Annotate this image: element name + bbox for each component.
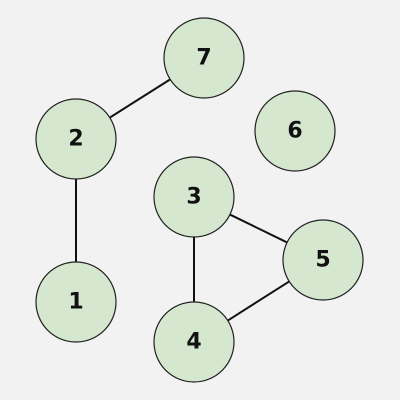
edge-4-5: [227, 280, 290, 322]
edge-layer: [75, 78, 290, 322]
node-circle: [254, 90, 336, 172]
node-circle: [163, 17, 245, 99]
node-4: 4: [153, 301, 235, 383]
node-6: 6: [254, 90, 336, 172]
node-label: 3: [186, 185, 201, 210]
node-2: 2: [35, 98, 117, 180]
node-5: 5: [282, 219, 364, 301]
node-circle: [35, 261, 117, 343]
node-1: 1: [35, 261, 117, 343]
node-label: 5: [315, 248, 330, 273]
node-label: 7: [196, 46, 211, 71]
node-label: 4: [186, 330, 201, 355]
edge-3-5: [229, 213, 288, 244]
node-label: 1: [68, 290, 83, 315]
node-layer: 7 2 6 3 5 1 4: [35, 17, 364, 383]
node-label: 2: [68, 127, 83, 152]
node-label: 6: [287, 119, 302, 144]
node-3: 3: [153, 156, 235, 238]
node-circle: [282, 219, 364, 301]
node-circle: [153, 156, 235, 238]
node-7: 7: [163, 17, 245, 99]
node-circle: [35, 98, 117, 180]
edge-7-2: [109, 78, 171, 119]
node-circle: [153, 301, 235, 383]
